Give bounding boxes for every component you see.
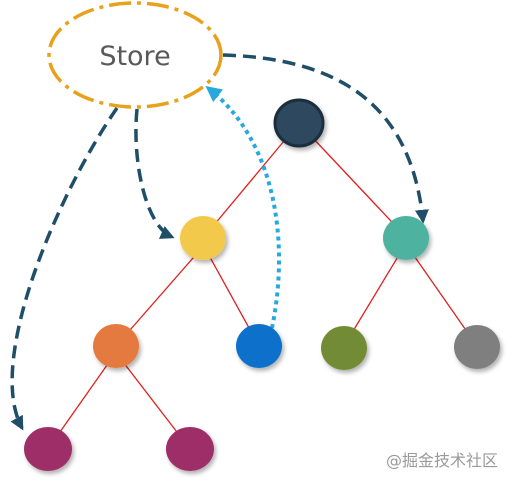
tree-nodes bbox=[24, 98, 500, 471]
node-yellow bbox=[180, 216, 226, 260]
node-magenta-right bbox=[166, 427, 214, 471]
edge-root-teal bbox=[309, 134, 407, 238]
store-to-magenta-arrow bbox=[10, 107, 119, 431]
store-label: Store bbox=[99, 41, 170, 72]
edge-root-yellow bbox=[203, 134, 290, 238]
store-to-root-subscription-arrow bbox=[222, 53, 429, 224]
node-blue bbox=[236, 324, 282, 368]
node-magenta-left bbox=[24, 427, 72, 471]
store-to-yellow-arrow bbox=[134, 108, 175, 239]
tree-edges bbox=[47, 134, 478, 450]
blue-to-store-dispatch-arrow bbox=[205, 86, 281, 329]
node-root bbox=[273, 98, 325, 148]
watermark: @掘金技术社区 bbox=[386, 451, 498, 470]
node-olive bbox=[321, 326, 367, 370]
node-teal bbox=[383, 216, 429, 260]
store-arrows bbox=[10, 53, 429, 431]
node-orange bbox=[93, 324, 139, 368]
node-gray bbox=[454, 325, 500, 369]
store-ellipse bbox=[47, 1, 223, 109]
